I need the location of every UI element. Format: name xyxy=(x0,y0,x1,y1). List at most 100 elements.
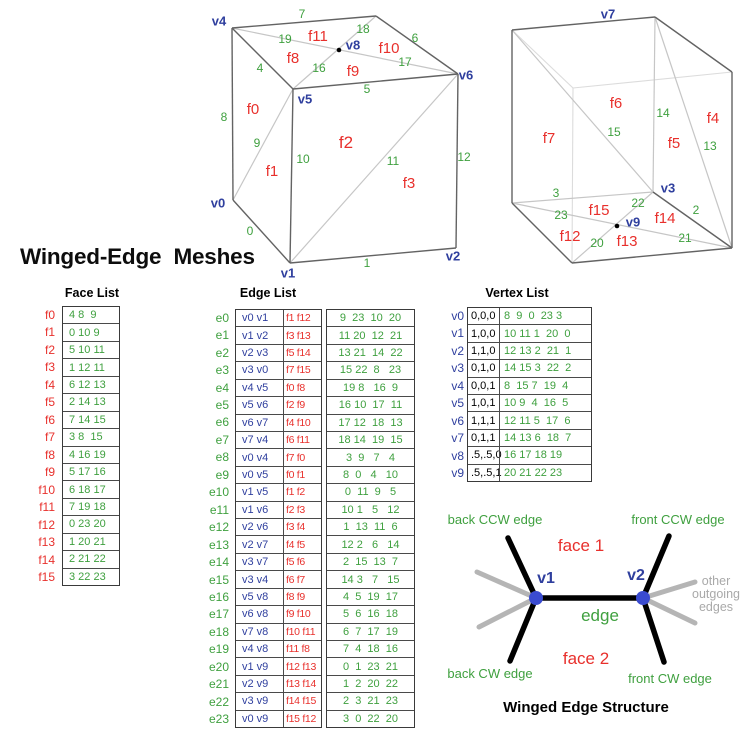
cube-right-diagonal-edge-line xyxy=(571,191,654,264)
cube-right-diagonal-edge-line xyxy=(511,191,654,204)
edge-vertices-cell: v0 v5 xyxy=(242,469,269,481)
structure-label-face-1: face 1 xyxy=(558,536,604,555)
structure-label-face-2: face 2 xyxy=(563,649,609,668)
structure-label-v2: v2 xyxy=(627,567,645,584)
edge-wings-row: 17 12 18 13 xyxy=(327,413,414,431)
cube-left-diagonal-edge-line xyxy=(292,15,377,90)
cube-left-edge-number-label: 6 xyxy=(412,31,419,45)
vertex-list-row-label: v8 xyxy=(451,448,464,463)
cube-right-diagonal-edge-line xyxy=(511,29,654,193)
face-list-row-label: f5 xyxy=(44,395,55,410)
face-list-header: Face List xyxy=(64,286,120,300)
face-list-row-label: f10 xyxy=(38,482,55,497)
face-list-row: 1 20 21 xyxy=(63,532,119,550)
cube-left-vertex-label: v2 xyxy=(446,249,460,264)
face-list-row-label: f6 xyxy=(44,412,55,427)
edge-faces-cell: f4 f5 xyxy=(283,536,320,553)
edge-vertices-cell: v4 v5 xyxy=(242,381,269,394)
cube-left-face-label: f3 xyxy=(403,175,416,192)
edge-wings-row: 2 15 13 7 xyxy=(327,552,414,570)
edge-vertices-cell: v6 v8 xyxy=(242,608,269,621)
vertex-coords-cell: 1,0,0 xyxy=(471,327,496,340)
cube-left-vertex-label: v1 xyxy=(281,266,295,281)
cube-right-outline-edge-line xyxy=(652,191,733,249)
edge-wings-row: 3 9 7 4 xyxy=(327,448,414,465)
cube-right-face-label: f13 xyxy=(617,233,638,250)
edge-faces-cell: f14 f15 xyxy=(283,693,320,710)
edge-wings-row: 13 21 14 22 xyxy=(327,343,414,361)
cube-left-edge-number-label: 12 xyxy=(457,150,471,164)
vertex-list-row-label: v5 xyxy=(451,396,464,411)
cube-left-outline-edge-line xyxy=(289,247,457,264)
edge-list-row-label: e18 xyxy=(208,624,229,639)
cube-left-outline-edge-line xyxy=(292,73,459,90)
cube-right-face-label: f15 xyxy=(589,202,610,219)
cube-right-face-label: f14 xyxy=(655,210,676,227)
face-list-row-label: f2 xyxy=(44,342,55,357)
cube-right-face-label: f4 xyxy=(707,110,720,127)
vertex-list-row-label: v9 xyxy=(451,466,464,481)
face-list-row-label: f14 xyxy=(38,552,55,567)
cube-right-diagonal-edge-line xyxy=(654,16,733,249)
edge-wings-row: 7 4 18 16 xyxy=(327,640,414,657)
edge-wings-row: 3 0 22 20 xyxy=(327,709,414,727)
edge-vertices-cell: v5 v6 xyxy=(242,399,269,412)
cube-left-edge-number-label: 4 xyxy=(257,61,264,75)
cube-left-face-label: f8 xyxy=(287,50,300,67)
edge-wings-row: 9 23 10 20 xyxy=(339,312,402,325)
vertex-list-header: Vertex List xyxy=(485,286,549,300)
cube-left-edge-number-label: 8 xyxy=(221,110,228,124)
structure-caption: Winged Edge Structure xyxy=(503,699,669,716)
face-list-row: 6 12 13 xyxy=(63,375,119,393)
cube-left-edge-number-label: 18 xyxy=(356,22,370,36)
face-list-row: 2 14 13 xyxy=(63,393,119,410)
cube-right-hidden-edge-line xyxy=(511,29,574,89)
cube-right-face-label: f5 xyxy=(668,135,681,152)
edge-list-row: v3 v4 f6 f7 xyxy=(236,570,321,588)
edge-vertices-cell: v2 v9 xyxy=(242,678,269,691)
face-list-row: 4 16 19 xyxy=(63,445,119,463)
cube-left-outline-edge-line xyxy=(231,27,294,90)
edge-wings-row: 11 20 12 21 xyxy=(327,326,414,343)
face-list-row-label: f8 xyxy=(44,447,55,462)
edge-list-row: v0 v5 f0 f1 xyxy=(236,465,321,484)
edge-faces-cell: f0 f1 xyxy=(283,466,320,484)
edge-list-row-label: e14 xyxy=(208,555,229,570)
face-list-row: 5 17 16 xyxy=(63,462,119,480)
cube-right-edge-number-label: 14 xyxy=(656,106,670,120)
structure-other-outgoing-edge-line xyxy=(474,569,539,601)
edge-faces-cell: f6 f11 xyxy=(283,431,320,449)
vertex-list-row-label: v1 xyxy=(451,326,464,341)
edge-faces-cell: f12 f13 xyxy=(283,658,320,675)
edge-vertices-cell: v3 v4 xyxy=(242,573,269,586)
edge-faces-cell: f6 f7 xyxy=(283,571,320,588)
edge-list-row-label: e2 xyxy=(215,345,229,360)
edge-vertices-cell: v3 v7 xyxy=(242,556,269,569)
face-list-row: 0 23 20 xyxy=(63,515,119,532)
vertex-coords-cell: 1,1,0 xyxy=(471,345,496,358)
cube-right-vertex-label: v7 xyxy=(601,7,615,22)
structure-vertex-dot xyxy=(529,591,543,605)
edge-list-row-label: e21 xyxy=(208,677,229,692)
cube-left-diagonal-edge-line xyxy=(232,88,294,201)
edge-faces-cell: f2 f3 xyxy=(283,501,320,519)
edge-list-row-label: e10 xyxy=(208,485,229,500)
edge-vertices-cell: v0 v1 xyxy=(242,312,269,325)
edge-wings-row: 2 3 21 23 xyxy=(327,692,414,709)
structure-other-outgoing-edge-line xyxy=(476,595,539,630)
